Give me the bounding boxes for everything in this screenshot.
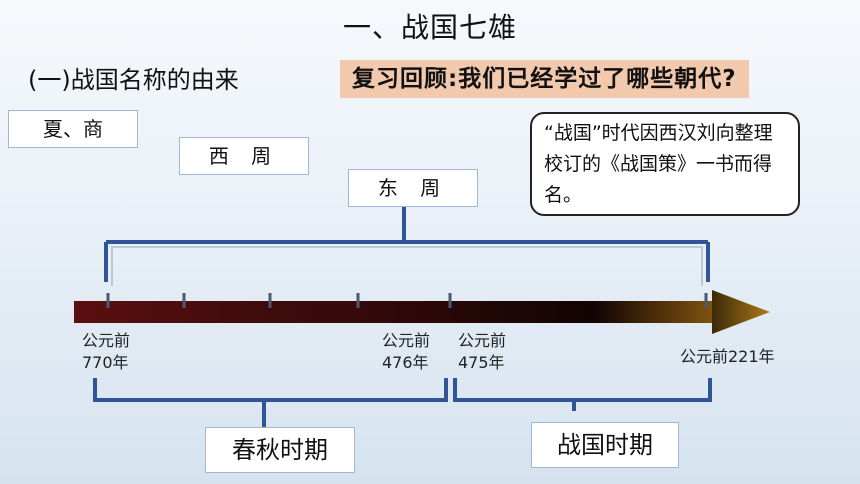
- period-box-zhanguo: 战国时期: [531, 422, 679, 468]
- timeline-arrow-shaft: [74, 301, 724, 323]
- year-label-221bc: 公元前221年: [680, 347, 775, 366]
- period-box-chunqiu: 春秋时期: [205, 427, 355, 473]
- chunqiu-bracket: [93, 378, 448, 427]
- dong-zhou-bracket: [104, 207, 710, 282]
- year-label-476bc: 公元前 476年: [382, 331, 431, 372]
- timeline-arrow-head: [712, 290, 770, 334]
- dynasty-box-dong-zhou: 东 周: [348, 169, 478, 207]
- year-label-770bc: 公元前 770年: [82, 331, 131, 372]
- origin-note: “战国”时代因西汉刘向整理校订的《战国策》一书而得名。: [530, 112, 800, 216]
- dynasty-box-xia-shang: 夏、商: [8, 110, 138, 148]
- page-title: 一、战国七雄: [342, 11, 517, 44]
- section-subtitle: (一)战国名称的由来: [28, 66, 239, 94]
- zhanguo-bracket: [453, 378, 712, 411]
- review-prompt: 复习回顾:我们已经学过了哪些朝代?: [340, 60, 749, 98]
- dynasty-box-xi-zhou: 西 周: [179, 137, 309, 175]
- year-label-475bc: 公元前 475年: [458, 331, 507, 372]
